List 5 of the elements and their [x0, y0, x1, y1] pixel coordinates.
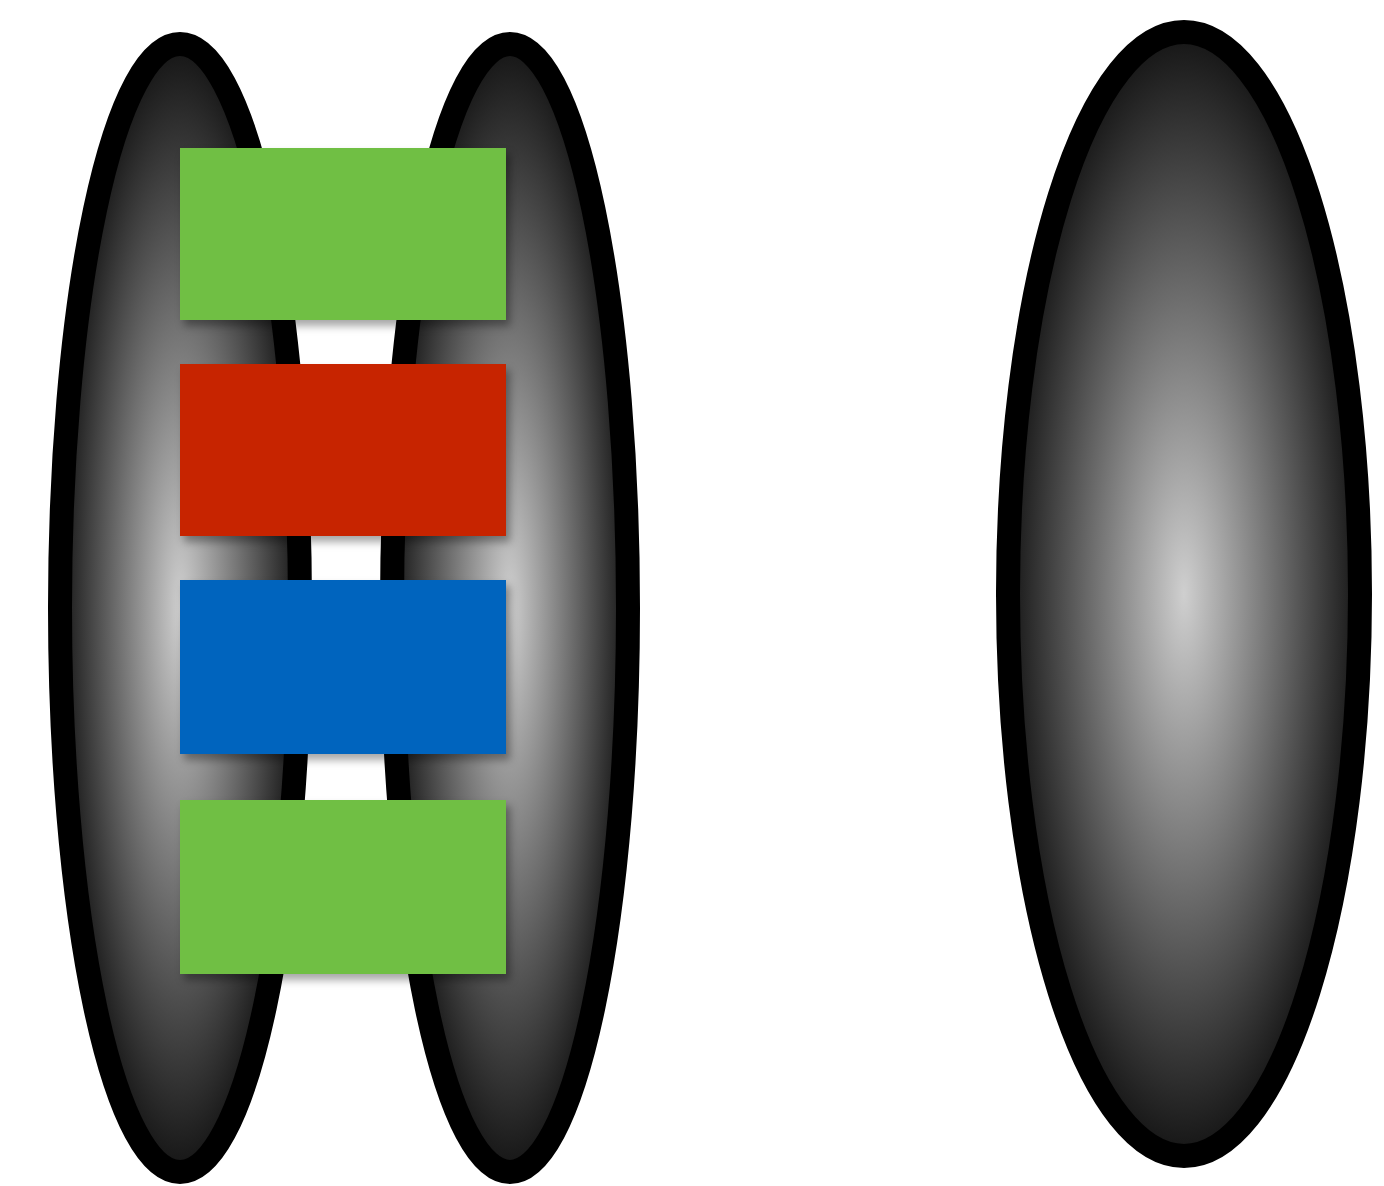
rectangle-block	[180, 580, 506, 754]
rectangle-block	[180, 148, 506, 320]
rectangle-block	[180, 364, 506, 536]
rectangle-block	[180, 800, 506, 974]
ellipse	[996, 20, 1372, 1168]
